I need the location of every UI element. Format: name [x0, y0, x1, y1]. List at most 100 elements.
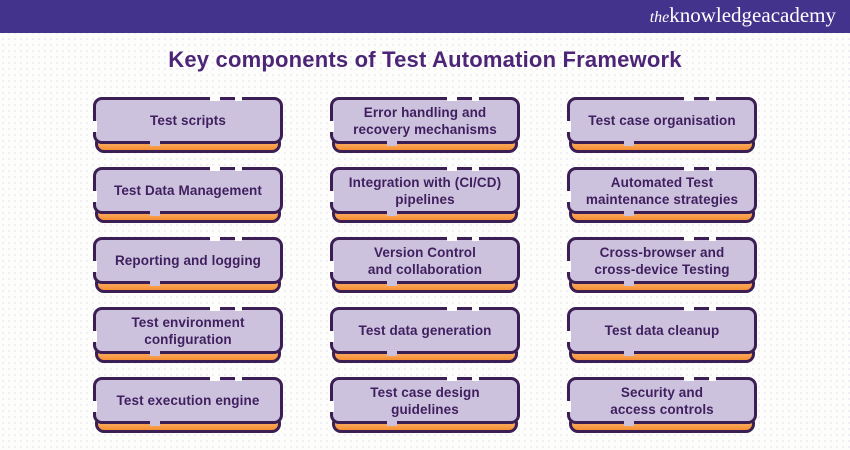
- border-gap-decoration: [684, 307, 695, 311]
- component-label-line1: Test case design guidelines: [370, 384, 480, 417]
- component-label: Test data generation: [352, 322, 497, 339]
- component-label: Error handling and recovery mechanisms: [347, 104, 503, 138]
- component-label: Reporting and logging: [109, 252, 267, 269]
- border-gap-decoration: [330, 400, 334, 412]
- border-gap-decoration: [210, 97, 221, 101]
- border-gap-decoration: [447, 307, 458, 311]
- component-card-test-data-generation: Test data generation: [330, 307, 520, 364]
- border-gap-decoration: [235, 377, 243, 381]
- component-label-line1: Cross-browser and: [599, 244, 725, 260]
- component-label-line2: and collaboration: [367, 261, 483, 277]
- base-notch-decoration: [387, 210, 397, 216]
- component-card-security-access-controls: Security and access controls: [567, 377, 757, 434]
- border-gap-decoration: [210, 377, 221, 381]
- page-title: Key components of Test Automation Framew…: [168, 47, 682, 72]
- component-label: Security and access controls: [604, 384, 720, 418]
- border-gap-decoration: [93, 120, 97, 132]
- component-label-line1: Test execution engine: [116, 393, 260, 408]
- border-gap-decoration: [330, 120, 334, 132]
- border-gap-decoration: [210, 237, 221, 241]
- component-label: Test Data Management: [108, 182, 268, 199]
- base-notch-decoration: [624, 420, 634, 426]
- border-gap-decoration: [709, 167, 717, 171]
- component-card-body: Integration with (CI/CD) pipelines: [330, 167, 520, 214]
- component-label: Test case design guidelines: [333, 384, 517, 418]
- base-notch-decoration: [150, 140, 160, 146]
- border-gap-decoration: [472, 97, 480, 101]
- border-gap-decoration: [684, 167, 695, 171]
- component-card-body: Test data cleanup: [567, 307, 757, 354]
- border-gap-decoration: [567, 260, 571, 272]
- component-card-cicd-integration: Integration with (CI/CD) pipelines: [330, 167, 520, 224]
- component-card-body: Test Data Management: [93, 167, 283, 214]
- border-gap-decoration: [447, 167, 458, 171]
- border-gap-decoration: [447, 237, 458, 241]
- border-gap-decoration: [684, 97, 695, 101]
- component-label: Cross-browser and cross-device Testing: [588, 244, 735, 278]
- border-gap-decoration: [567, 190, 571, 202]
- border-gap-decoration: [472, 307, 480, 311]
- component-label-line1: Security and: [620, 384, 704, 400]
- border-gap-decoration: [235, 167, 243, 171]
- component-label-line1: Test scripts: [150, 113, 226, 128]
- border-gap-decoration: [472, 237, 480, 241]
- border-gap-decoration: [472, 167, 480, 171]
- brand-logo: theknowledgeacademy: [650, 5, 836, 28]
- component-label-line2: recovery mechanisms: [353, 121, 497, 137]
- base-notch-decoration: [150, 280, 160, 286]
- component-label-line1: Test Data Management: [113, 183, 263, 198]
- border-gap-decoration: [709, 237, 717, 241]
- component-card-body: Version Control and collaboration: [330, 237, 520, 284]
- component-card-body: Test scripts: [93, 97, 283, 144]
- component-card-body: Automated Test maintenance strategies: [567, 167, 757, 214]
- component-label-line1: Test data generation: [358, 323, 492, 338]
- base-notch-decoration: [624, 280, 634, 286]
- component-label-line1: Test environment: [131, 314, 245, 330]
- component-card-test-data-cleanup: Test data cleanup: [567, 307, 757, 364]
- component-card-test-case-design-guidelines: Test case design guidelines: [330, 377, 520, 434]
- component-label-line1: Reporting and logging: [114, 253, 262, 268]
- component-label-line2: maintenance strategies: [585, 191, 739, 207]
- component-label-line1: Error handling and: [363, 104, 487, 120]
- base-notch-decoration: [624, 210, 634, 216]
- border-gap-decoration: [235, 237, 243, 241]
- header-bar: theknowledgeacademy: [0, 0, 850, 33]
- component-label-line2: access controls: [610, 401, 714, 417]
- component-card-version-control: Version Control and collaboration: [330, 237, 520, 294]
- component-card-body: Test data generation: [330, 307, 520, 354]
- border-gap-decoration: [210, 167, 221, 171]
- component-card-body: Test case design guidelines: [330, 377, 520, 424]
- component-card-body: Security and access controls: [567, 377, 757, 424]
- border-gap-decoration: [567, 120, 571, 132]
- component-label: Integration with (CI/CD) pipelines: [343, 174, 507, 208]
- component-card-error-handling: Error handling and recovery mechanisms: [330, 97, 520, 154]
- base-notch-decoration: [387, 350, 397, 356]
- component-label-line2: pipelines: [395, 191, 455, 207]
- border-gap-decoration: [330, 260, 334, 272]
- border-gap-decoration: [210, 307, 221, 311]
- component-label: Test case organisation: [582, 112, 742, 129]
- component-card-body: Test case organisation: [567, 97, 757, 144]
- border-gap-decoration: [709, 377, 717, 381]
- border-gap-decoration: [93, 260, 97, 272]
- component-card-body: Test environment configuration: [93, 307, 283, 354]
- component-card-body: Cross-browser and cross-device Testing: [567, 237, 757, 284]
- border-gap-decoration: [330, 190, 334, 202]
- component-card-test-data-management: Test Data Management: [93, 167, 283, 224]
- border-gap-decoration: [684, 377, 695, 381]
- component-label: Automated Test maintenance strategies: [580, 174, 744, 208]
- component-card-automated-test-maintenance: Automated Test maintenance strategies: [567, 167, 757, 224]
- border-gap-decoration: [235, 307, 243, 311]
- component-label-line2: cross-device Testing: [594, 261, 730, 277]
- component-card-body: Reporting and logging: [93, 237, 283, 284]
- component-card-reporting-logging: Reporting and logging: [93, 237, 283, 294]
- brand-logo-prefix: the: [649, 9, 670, 26]
- base-notch-decoration: [624, 350, 634, 356]
- border-gap-decoration: [447, 377, 458, 381]
- component-label: Test data cleanup: [599, 322, 726, 339]
- component-card-body: Error handling and recovery mechanisms: [330, 97, 520, 144]
- component-label-line1: Integration with (CI/CD): [348, 174, 502, 190]
- base-notch-decoration: [150, 210, 160, 216]
- component-label: Test scripts: [144, 112, 232, 129]
- component-label-line2: configuration: [144, 331, 232, 347]
